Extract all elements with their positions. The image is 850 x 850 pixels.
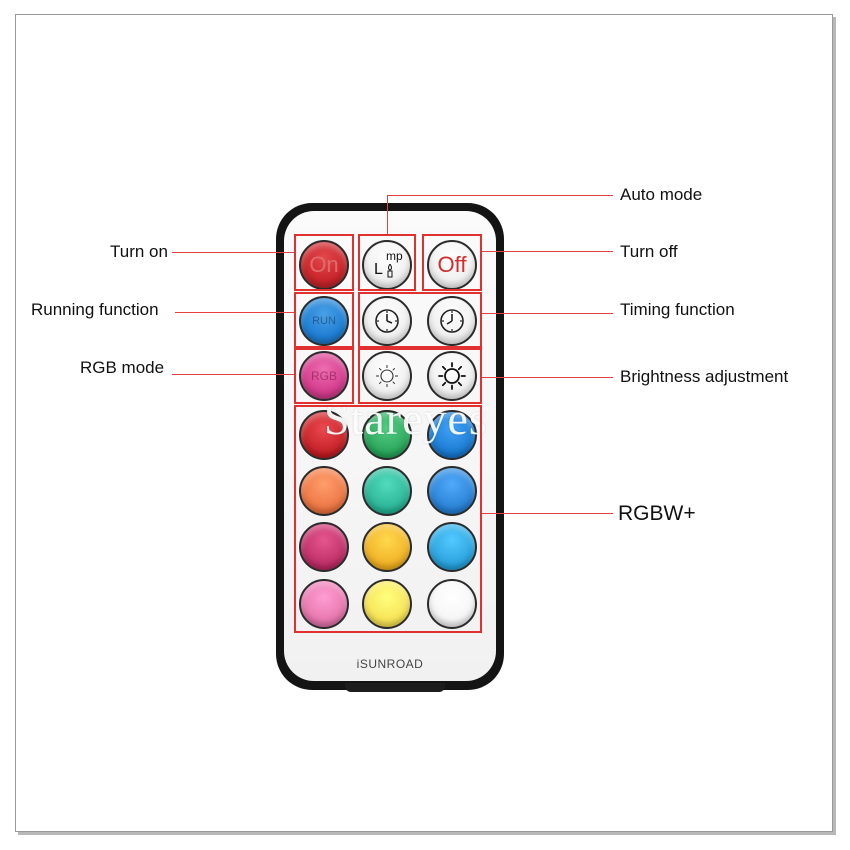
clock-icon xyxy=(440,309,464,333)
brightness-leader xyxy=(482,377,613,378)
color-button[interactable] xyxy=(427,522,477,572)
running-function-label: Running function xyxy=(31,300,159,319)
color-button[interactable] xyxy=(362,522,412,572)
run-highlight xyxy=(294,292,354,348)
turn-on-label: Turn on xyxy=(110,242,168,261)
turn-off-leader xyxy=(482,251,613,252)
timer-button-1[interactable] xyxy=(362,296,412,346)
color-button[interactable] xyxy=(427,466,477,516)
on-button-label: On xyxy=(309,252,339,277)
rgb-highlight xyxy=(294,348,354,404)
rgb-mode-label: RGB mode xyxy=(80,358,165,377)
auto-mode-leader xyxy=(387,195,613,196)
auto-button-top-text: mp xyxy=(386,249,403,263)
timing-function-label: Timing function xyxy=(620,300,735,319)
color-button[interactable] xyxy=(362,466,412,516)
running-leader xyxy=(175,312,294,313)
brightness-up-button[interactable] xyxy=(427,351,477,401)
auto-mode-label: Auto mode xyxy=(620,185,703,204)
sun-dim-icon xyxy=(376,365,398,387)
color-button[interactable] xyxy=(427,579,477,629)
color-button[interactable] xyxy=(362,410,412,460)
timing-leader xyxy=(482,313,613,314)
auto-button-bottom-text: L xyxy=(374,261,383,278)
image-frame xyxy=(15,14,833,832)
rgbw-leader xyxy=(482,513,613,514)
brightness-highlight xyxy=(358,348,482,404)
color-button[interactable] xyxy=(427,410,477,460)
watermark: Stareyes xyxy=(324,393,488,444)
rgb-button-label: RGB xyxy=(310,369,337,383)
brightness-down-button[interactable] xyxy=(362,351,412,401)
color-button[interactable] xyxy=(362,579,412,629)
color-button[interactable] xyxy=(299,522,349,572)
auto-mode-button[interactable]: mp L xyxy=(362,240,412,290)
off-highlight xyxy=(422,234,482,291)
candle-icon: mp L xyxy=(369,247,405,283)
color-button[interactable] xyxy=(299,466,349,516)
rgbw-highlight xyxy=(294,405,482,633)
auto-highlight xyxy=(358,234,416,291)
timing-highlight xyxy=(358,292,482,348)
auto-mode-leader-vertical xyxy=(387,195,388,234)
on-highlight xyxy=(294,234,354,291)
turn-on-leader xyxy=(172,252,294,253)
rgb-mode-leader xyxy=(172,374,294,375)
sun-bright-icon xyxy=(438,362,466,390)
run-button-label: RUN xyxy=(312,315,336,327)
off-button[interactable]: Off xyxy=(427,240,477,290)
off-button-label: Off xyxy=(437,252,467,277)
run-button[interactable]: RUN xyxy=(299,296,349,346)
rgb-button[interactable]: RGB xyxy=(299,351,349,401)
remote-bottom-edge xyxy=(345,683,445,692)
brightness-adjustment-label: Brightness adjustment xyxy=(620,367,789,386)
timer-button-2[interactable] xyxy=(427,296,477,346)
color-button[interactable] xyxy=(299,410,349,460)
rgbw-plus-label: RGBW+ xyxy=(618,502,696,525)
turn-off-label: Turn off xyxy=(620,242,678,261)
brand-label: iSUNROAD xyxy=(356,657,424,671)
color-button[interactable] xyxy=(299,579,349,629)
clock-icon xyxy=(375,309,399,333)
